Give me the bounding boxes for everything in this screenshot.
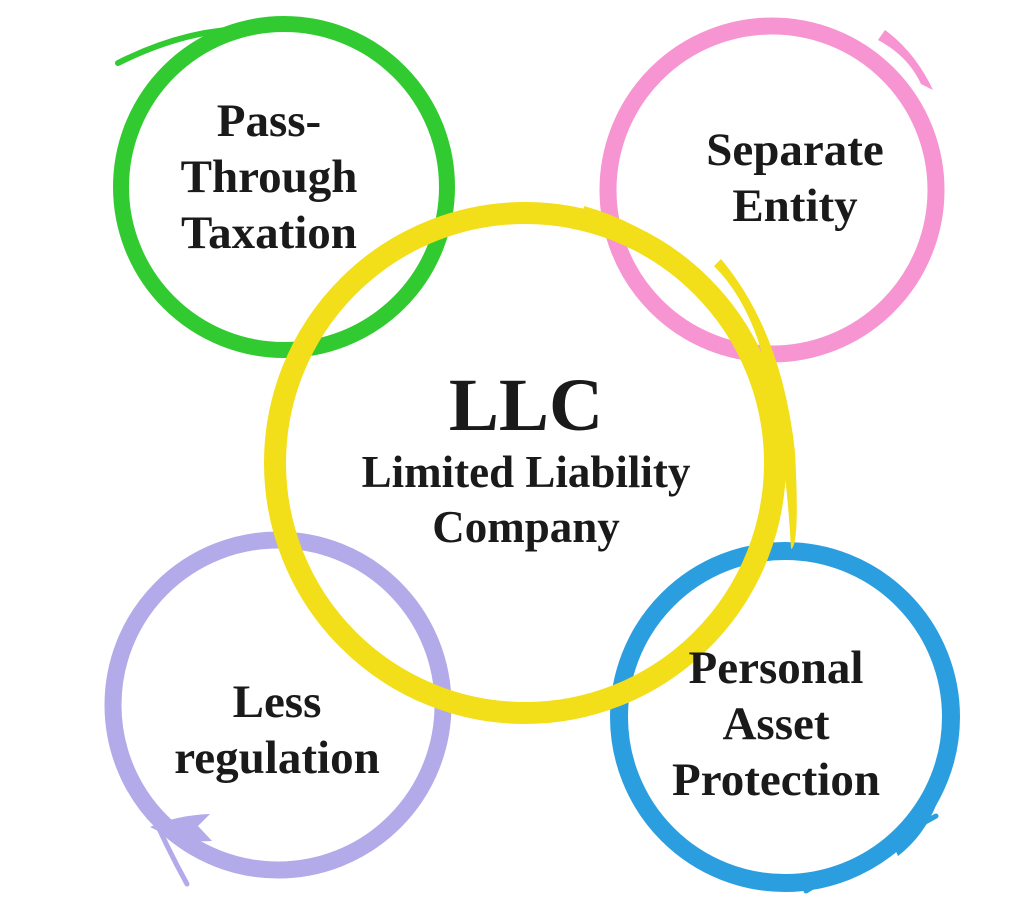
label-line: Separate xyxy=(706,124,884,176)
ring-personal-asset-protection xyxy=(610,542,960,894)
label-separate-entity: Separate Entity xyxy=(706,122,884,234)
label-line: Pass- xyxy=(216,95,322,147)
label-line: Less xyxy=(232,676,322,728)
label-line: regulation xyxy=(174,732,380,784)
label-llc-hub: LLC Limited Liability Company xyxy=(362,367,691,555)
label-line: Through xyxy=(180,151,358,203)
ring-pass-through-taxation xyxy=(113,16,455,358)
label-line: Asset xyxy=(722,698,830,750)
ring-llc xyxy=(264,202,797,724)
ring-tip-pink xyxy=(878,30,933,90)
label-personal-asset-protection: Personal Asset Protection xyxy=(672,640,880,808)
ring-flick-yellow xyxy=(714,259,797,549)
ring-flick-blue xyxy=(803,813,939,894)
label-line: Limited Liability xyxy=(361,447,691,497)
label-less-regulation: Less regulation xyxy=(174,674,379,786)
label-line: Personal xyxy=(688,642,864,694)
ring-tip-yellow xyxy=(580,206,718,298)
ring-circle-yellow xyxy=(264,202,786,724)
llc-acronym: LLC xyxy=(448,364,604,447)
label-line: Entity xyxy=(732,180,858,232)
ring-circle-blue xyxy=(610,542,960,892)
label-pass-through-taxation: Pass- Through Taxation xyxy=(181,93,358,261)
ring-circle-green xyxy=(113,16,455,358)
label-line: Protection xyxy=(672,754,880,806)
label-line: Taxation xyxy=(181,207,357,259)
label-line: Company xyxy=(432,502,620,552)
ring-tip-purple xyxy=(150,814,212,842)
ring-flick-purple xyxy=(145,801,190,887)
